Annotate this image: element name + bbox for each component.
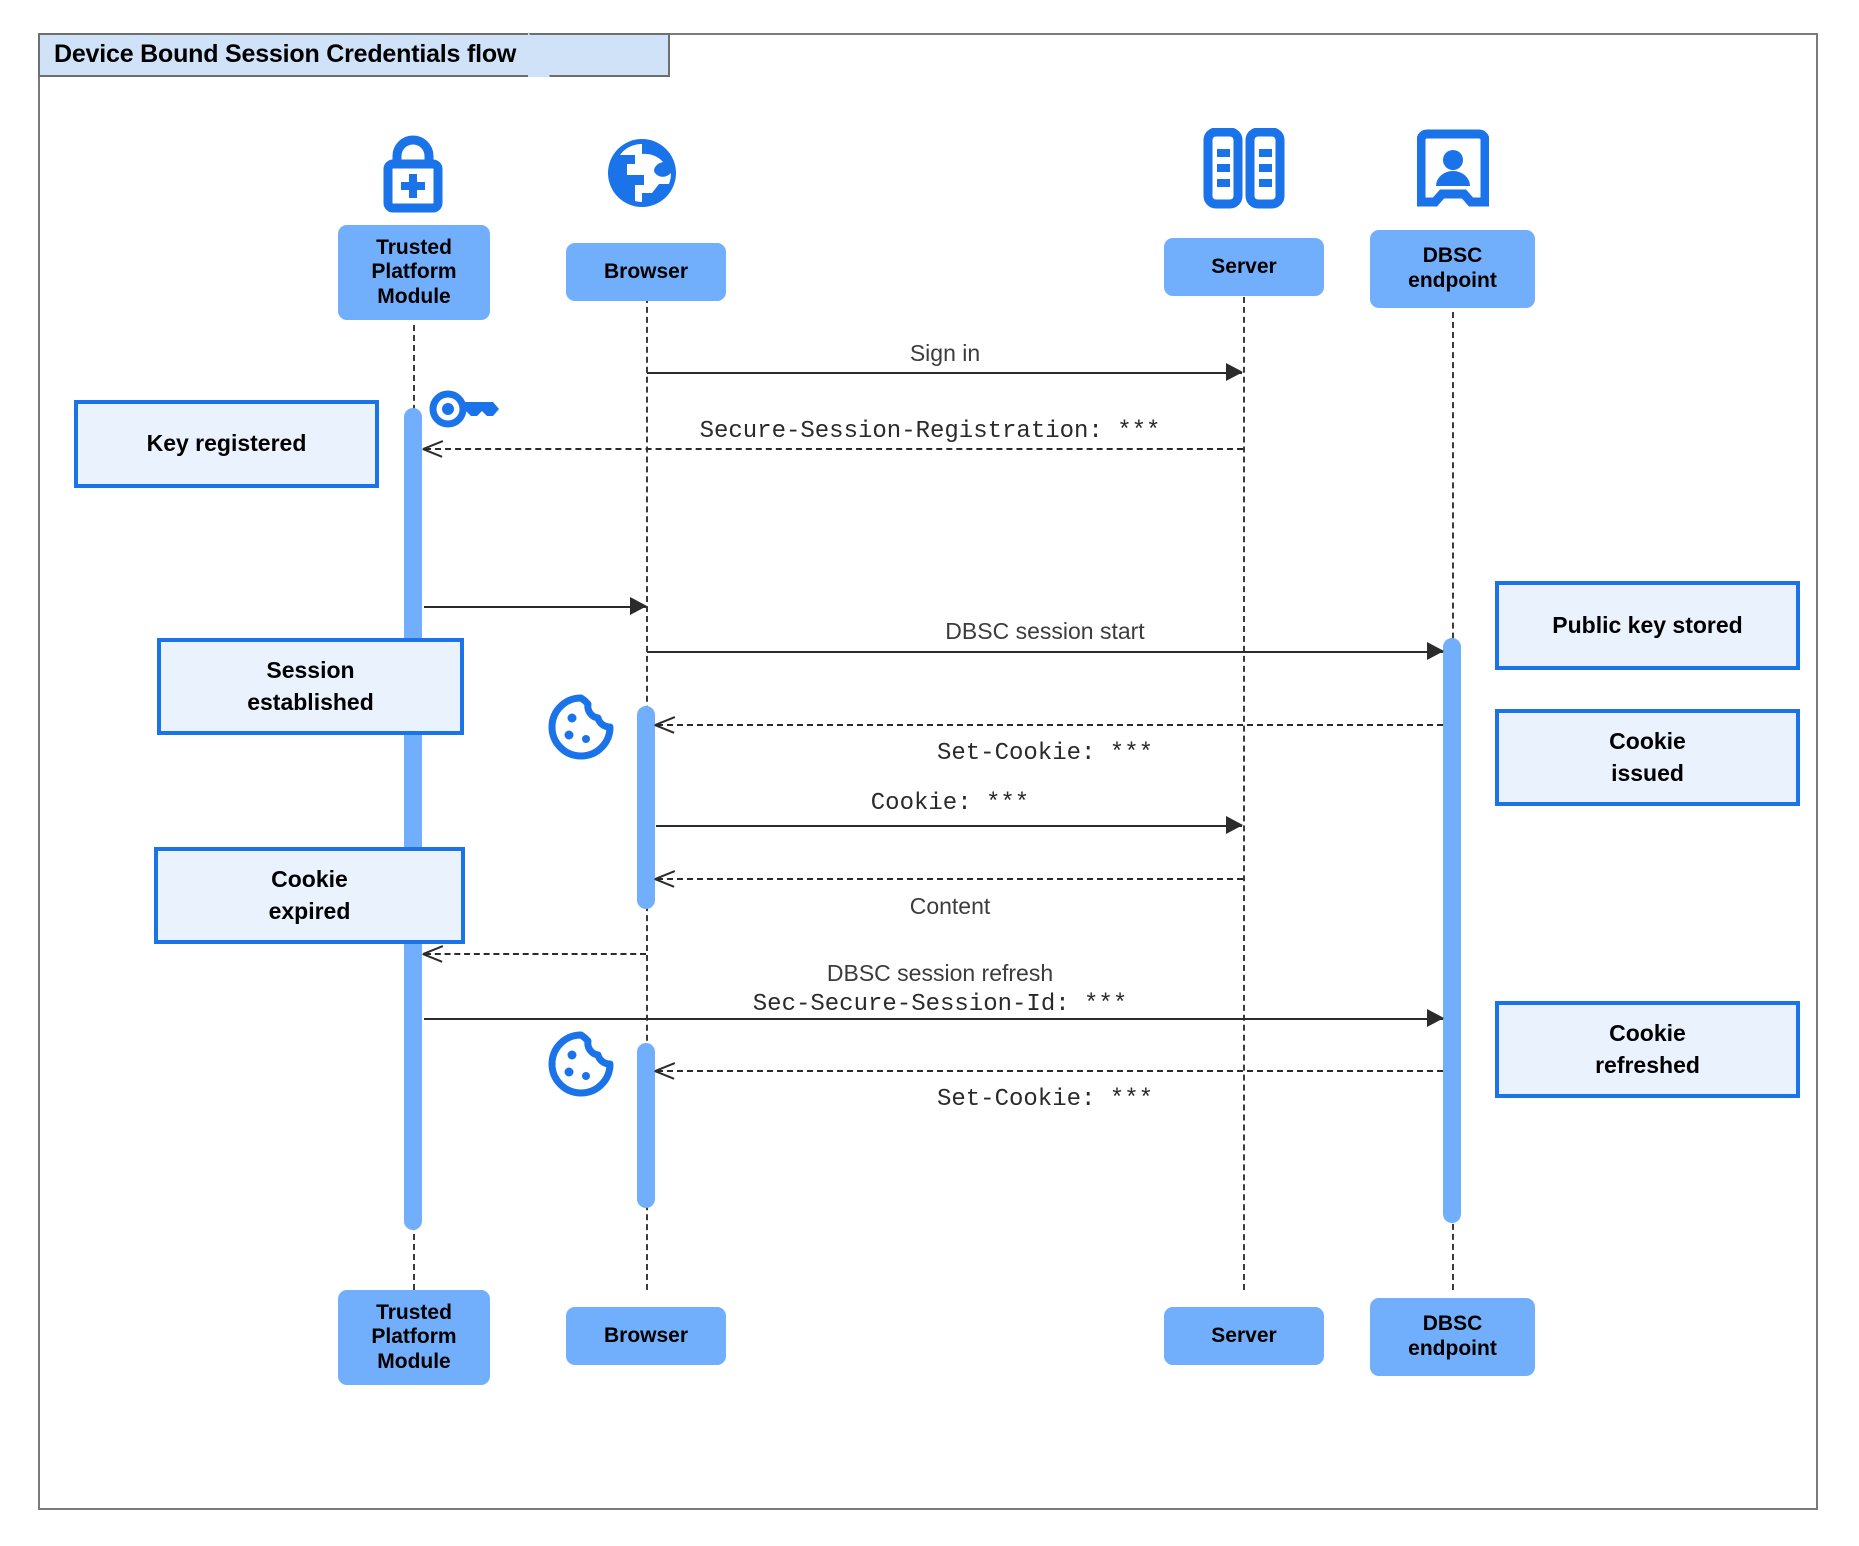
globe-icon (601, 132, 683, 214)
message-label: Sign in (909, 340, 981, 366)
diagram-title-tab (38, 33, 678, 79)
participant-label: Trusted Platform Module (371, 235, 457, 308)
participant-label: DBSC endpoint (1408, 244, 1497, 292)
arrow-head (423, 943, 443, 963)
note-text: Cookie refreshed (1595, 1020, 1700, 1078)
participant-footer-dbsc[interactable]: DBSC endpoint (1370, 1298, 1535, 1376)
cookie-icon (547, 694, 615, 760)
message-label: Cookie: *** (870, 790, 1030, 817)
message-label-secondary: Sec-Secure-Session-Id: *** (752, 991, 1128, 1018)
arrow-head (655, 1060, 675, 1080)
id-badge-icon (1416, 128, 1490, 212)
message-label: Secure-Session-Registration: *** (699, 418, 1161, 445)
message-label: Content (909, 893, 991, 919)
participant-header-server[interactable]: Server (1164, 238, 1324, 296)
note-cookie-refreshed: Cookie refreshed (1495, 1001, 1800, 1098)
participant-header-browser[interactable]: Browser (566, 243, 726, 301)
arrow-head (1427, 1009, 1444, 1027)
note-session-established: Session established (157, 638, 464, 735)
note-key-registered: Key registered (74, 400, 379, 488)
note-text: Session established (247, 657, 374, 715)
message-label: Set-Cookie: *** (936, 740, 1154, 767)
participant-label: Browser (603, 1323, 689, 1347)
activation-bar-tpm (404, 408, 422, 1230)
note-cookie-issued: Cookie issued (1495, 709, 1800, 806)
key-icon (428, 386, 500, 432)
activation-bar-dbsc (1443, 638, 1461, 1223)
note-text: Public key stored (1552, 611, 1743, 638)
lock-plus-icon (371, 128, 455, 214)
cookie-icon (547, 1031, 615, 1097)
participant-label: DBSC endpoint (1408, 1312, 1497, 1360)
message-label: DBSC session refresh (826, 960, 1054, 986)
participant-label: Browser (603, 259, 689, 283)
note-public-key-stored: Public key stored (1495, 581, 1800, 670)
arrow-head (630, 597, 647, 615)
arrow-head (655, 714, 675, 734)
page-title: Device Bound Session Credentials flow (54, 39, 517, 68)
activation-bar-browser-1 (637, 706, 655, 909)
arrow-head (1226, 363, 1243, 381)
participant-header-tpm[interactable]: Trusted Platform Module (338, 225, 490, 320)
server-rack-icon (1202, 127, 1286, 210)
participant-header-dbsc[interactable]: DBSC endpoint (1370, 230, 1535, 308)
arrow-head (1226, 816, 1243, 834)
message-label: DBSC session start (945, 618, 1145, 644)
note-text: Cookie issued (1609, 728, 1686, 786)
message-label: Set-Cookie: *** (936, 1086, 1154, 1113)
participant-footer-tpm[interactable]: Trusted Platform Module (338, 1290, 490, 1385)
note-cookie-expired: Cookie expired (154, 847, 465, 944)
note-text: Cookie expired (268, 866, 351, 924)
activation-bar-browser-2 (637, 1043, 655, 1208)
participant-label: Trusted Platform Module (371, 1300, 457, 1373)
participant-label: Server (1211, 254, 1277, 278)
arrow-head (1427, 642, 1444, 660)
note-text: Key registered (146, 430, 307, 457)
participant-label: Server (1211, 1323, 1277, 1347)
lifeline-server (1243, 277, 1245, 1290)
arrow-head (655, 868, 675, 888)
participant-footer-server[interactable]: Server (1164, 1307, 1324, 1365)
participant-footer-browser[interactable]: Browser (566, 1307, 726, 1365)
